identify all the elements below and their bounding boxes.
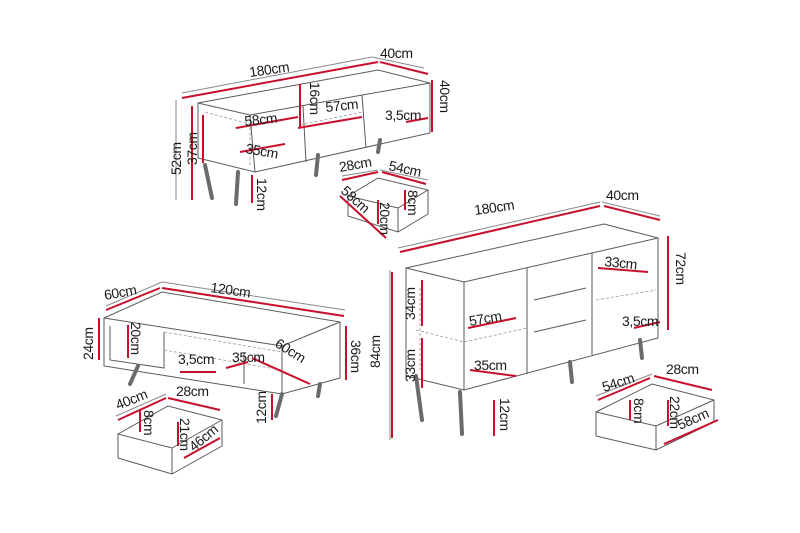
sideboard-total-height-label: 84cm — [367, 335, 383, 368]
sideboard-drawer-depth-label: 28cm — [666, 361, 699, 377]
tv-drawer-height-label: 8cm — [405, 190, 421, 215]
sideboard-shelf-depth-label: 35cm — [474, 357, 507, 373]
sideboard-depth-label: 40cm — [606, 187, 639, 203]
coffee-table-outline — [103, 291, 341, 395]
coffee-table-inner-height-label: 20cm — [128, 322, 144, 355]
tv-drawer-outline — [347, 177, 429, 233]
tv-bench-side-label: 3,5cm — [385, 107, 421, 123]
sideboard-shelf-width-label: 57cm — [468, 308, 503, 329]
coffee-table-depth-label: 60cm — [103, 282, 138, 303]
coffee-drawer-inner-label: 21cm — [177, 418, 193, 451]
tv-drawer-depth-label: 28cm — [338, 154, 373, 175]
tv-bench-inner-height-label: 37cm — [184, 132, 200, 165]
sideboard-outline — [405, 223, 659, 391]
sideboard-height-right-label: 72cm — [673, 252, 689, 285]
coffee-table-leg-height-label: 12cm — [253, 391, 269, 424]
tv-bench-depth-label: 40cm — [380, 45, 413, 61]
tv-bench-shelf-depth-label: 35cm — [244, 140, 279, 161]
tv-drawer-width-label: 54cm — [387, 157, 422, 179]
tv-drawer-inner-label: 20cm — [377, 202, 393, 235]
tv-bench-height-total-label: 52cm — [168, 142, 184, 175]
coffee-drawer-width-label: 28cm — [176, 383, 209, 399]
coffee-drawer-outline — [117, 405, 223, 475]
tv-bench-width-label: 180cm — [248, 59, 290, 80]
coffee-table: 60cm 120cm 24cm 20cm 3,5cm 35cm 60cm 36c… — [80, 279, 364, 424]
sideboard-lower-label: 33cm — [402, 349, 418, 382]
sideboard-right-shelf-label: 33cm — [604, 253, 638, 272]
sideboard-upper-label: 34cm — [402, 287, 418, 320]
coffee-table-inner-depth-label: 60cm — [272, 335, 308, 366]
coffee-drawer-height-label: 8cm — [141, 410, 157, 435]
coffee-table-width-label: 120cm — [210, 279, 252, 300]
sideboard-drawer-height-label: 8cm — [631, 398, 647, 423]
sideboard-drawer: 54cm 28cm 8cm 22cm 58cm — [595, 361, 719, 451]
tv-bench-height-right-label: 40cm — [437, 80, 453, 113]
tv-bench-leg-height-label: 12cm — [254, 178, 270, 211]
coffee-table-open-height-label: 24cm — [80, 327, 96, 360]
sideboard-leg-height-label: 12cm — [497, 398, 513, 431]
coffee-table-drawer: 40cm 28cm 8cm 21cm 46cm — [113, 383, 223, 475]
tv-bench-drawer-front-label: 57cm — [325, 96, 359, 115]
tv-bench: 180cm 40cm 40cm 52cm 37cm 16cm 58cm 57cm… — [168, 45, 453, 211]
coffee-table-shelf-label: 35cm — [232, 349, 265, 365]
tv-bench-drawer: 28cm 54cm 8cm 58cm 20cm — [338, 154, 429, 239]
tv-bench-compartment-width-label: 58cm — [244, 110, 278, 129]
tv-bench-shelf-top-label: 16cm — [307, 82, 323, 115]
sideboard: 180cm 40cm 72cm 84cm 34cm 33cm 57cm 35cm… — [367, 187, 689, 440]
sideboard-drawer-inner-label: 22cm — [667, 396, 683, 429]
sideboard-width-label: 180cm — [473, 197, 515, 218]
sideboard-side-label: 3,5cm — [622, 313, 658, 329]
tv-bench-outline — [197, 69, 431, 173]
coffee-table-side-label: 3,5cm — [178, 351, 214, 367]
coffee-table-total-height-label: 36cm — [348, 340, 364, 373]
